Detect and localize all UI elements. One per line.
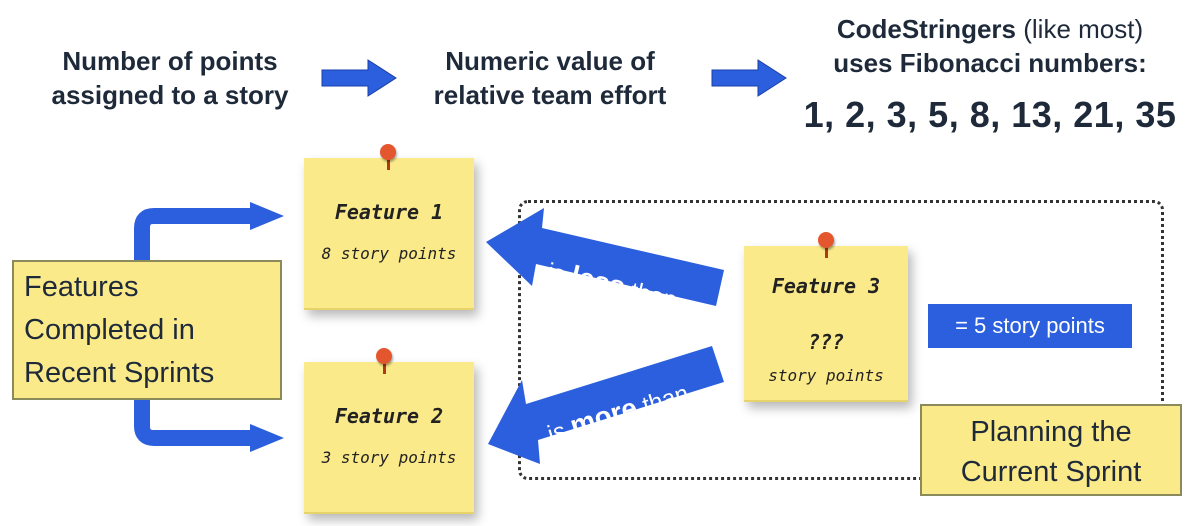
points-assigned-label: Number of points assigned to a story: [51, 46, 289, 110]
feature-2-note: Feature 2 3 story points: [304, 362, 474, 514]
pin-stem: [383, 362, 386, 374]
pin-icon: [380, 144, 396, 160]
feature-3-note: Feature 3 ??? story points: [744, 246, 908, 402]
pin-icon: [818, 232, 834, 248]
connector-arrows: [134, 202, 284, 452]
feature-1-note: Feature 1 8 story points: [304, 158, 474, 310]
header-arrow-2: [711, 59, 787, 97]
planning-region-border: [518, 200, 1164, 480]
fib-line2: uses Fibonacci numbers:: [833, 48, 1147, 78]
planning-sprint-box: Planning the Current Sprint: [920, 404, 1182, 496]
header-arrow-1: [321, 59, 397, 97]
story-points-answer: = 5 story points: [928, 304, 1132, 348]
company-name: CodeStringers: [836, 14, 1016, 44]
feature-3-title: Feature 3: [771, 274, 881, 298]
features-completed-box: Features Completed in Recent Sprints: [12, 260, 282, 400]
pin-icon: [376, 348, 392, 364]
feature-1-title: Feature 1: [334, 200, 444, 224]
feature-3-unknown: ???: [807, 330, 845, 354]
feature-1-points: 8 story points: [321, 244, 457, 263]
feature-2-points: 3 story points: [321, 448, 457, 467]
fibonacci-numbers: 1, 2, 3, 5, 8, 13, 21, 35: [803, 94, 1177, 135]
less-than-arrow: [486, 208, 724, 306]
feature-3-points: story points: [768, 366, 884, 385]
fib-suffix: (like most): [1023, 14, 1144, 44]
feature-2-title: Feature 2: [334, 404, 444, 428]
pin-stem: [825, 246, 828, 258]
more-than-arrow: [488, 346, 724, 464]
pin-stem: [387, 158, 390, 170]
fibonacci-label: CodeStringers (like most) uses Fibonacci…: [790, 12, 1190, 80]
relative-effort-label: Numeric value of relative team effort: [433, 46, 667, 110]
